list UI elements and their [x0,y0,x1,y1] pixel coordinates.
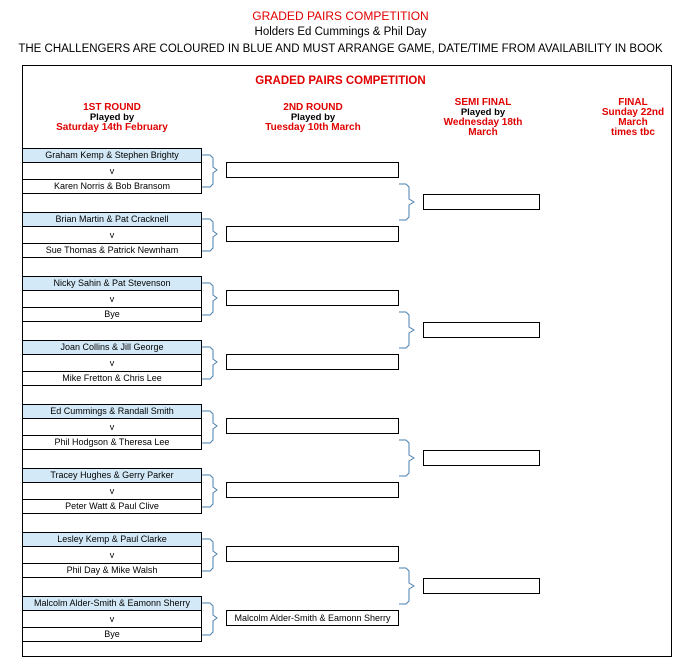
bracket-connector [399,311,415,349]
instructions-line: THE CHALLENGERS ARE COLOURED IN BLUE AND… [18,43,663,55]
bracket-connector [202,602,218,636]
round2-date: Tuesday 10th March [265,122,361,133]
versus-label: v [22,610,202,628]
challenger-pair: Lesley Kemp & Paul Clarke [22,532,202,547]
opponent-pair: Karen Norris & Bob Bransom [22,179,202,194]
round2-name: 2ND ROUND [283,102,343,113]
round2-played-by: Played by [290,112,336,123]
challenger-pair: Ed Cummings & Randall Smith [22,404,202,419]
bracket-connector [202,538,218,572]
page-title: GRADED PAIRS COMPETITION [252,9,429,23]
round1-name: 1ST ROUND [83,102,141,113]
bracket-connector [202,282,218,316]
round2-slot: Malcolm Alder-Smith & Eamonn Sherry [226,610,399,626]
round2-slot [226,546,399,562]
final-name: FINAL [618,97,648,108]
bracket-connector [202,154,218,188]
semi-final-slot [423,578,540,594]
round2-slot [226,482,399,498]
opponent-pair: Sue Thomas & Patrick Newnham [22,243,202,258]
semi-heading: SEMI FINAL Played by Wednesday 18th Marc… [418,98,548,138]
final-month: March [618,117,648,128]
challenger-pair: Brian Martin & Pat Cracknell [22,212,202,227]
challenger-pair: Joan Collins & Jill George [22,340,202,355]
round2-slot [226,418,399,434]
bracket-connector [399,439,415,477]
semi-final-slot [423,322,540,338]
bracket-connector [202,218,218,252]
versus-label: v [22,482,202,500]
opponent-pair: Bye [22,307,202,322]
bracket-connector [399,567,415,605]
versus-label: v [22,418,202,436]
versus-label: v [22,162,202,180]
bracket-connector [202,474,218,508]
final-times: times tbc [611,127,655,138]
opponent-pair: Bye [22,627,202,642]
semi-month: March [468,127,498,138]
final-heading: FINAL Sunday 22nd March times tbc [573,98,681,138]
challenger-pair: Tracey Hughes & Gerry Parker [22,468,202,483]
holders-line: Holders Ed Cummings & Phil Day [254,26,427,38]
bracket-connector [202,346,218,380]
round2-slot [226,162,399,178]
round2-slot [226,226,399,242]
challenger-pair: Nicky Sahin & Pat Stevenson [22,276,202,291]
bracket-title: GRADED PAIRS COMPETITION [255,75,426,87]
semi-name: SEMI FINAL [454,97,512,108]
versus-label: v [22,546,202,564]
semi-final-slot [423,450,540,466]
bracket-connector [399,183,415,221]
round1-date: Saturday 14th February [56,122,168,133]
opponent-pair: Peter Watt & Paul Clive [22,499,202,514]
opponent-pair: Phil Day & Mike Walsh [22,563,202,578]
versus-label: v [22,226,202,244]
round2-slot [226,354,399,370]
bracket-connector [202,410,218,444]
round1-played-by: Played by [89,112,135,123]
challenger-pair: Malcolm Alder-Smith & Eamonn Sherry [22,596,202,611]
final-date: Sunday 22nd [601,107,665,118]
opponent-pair: Mike Fretton & Chris Lee [22,371,202,386]
semi-played-by: Played by [460,107,506,118]
versus-label: v [22,290,202,308]
versus-label: v [22,354,202,372]
round2-heading: 2ND ROUND Played by Tuesday 10th March [223,103,403,133]
challenger-pair: Graham Kemp & Stephen Brighty [22,148,202,163]
round2-slot [226,290,399,306]
semi-final-slot [423,194,540,210]
opponent-pair: Phil Hodgson & Theresa Lee [22,435,202,450]
round1-heading: 1ST ROUND Played by Saturday 14th Februa… [22,103,202,133]
semi-date: Wednesday 18th [443,117,523,128]
